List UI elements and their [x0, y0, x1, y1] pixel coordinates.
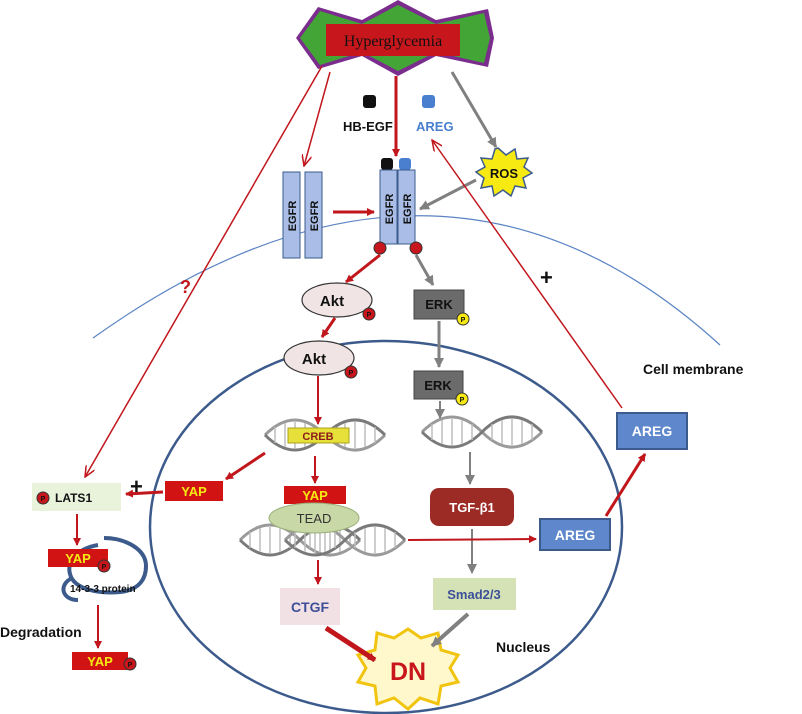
tead-label: TEAD	[297, 511, 332, 526]
ros-node: ROS	[474, 147, 534, 198]
egfr-active-dimer: EGFR EGFR	[373, 158, 423, 255]
egfr-label: EGFR	[309, 201, 321, 232]
nucleus-label: Nucleus	[496, 639, 551, 655]
yap-nucleus-box	[284, 486, 346, 504]
degradation-label: Degradation	[0, 624, 82, 640]
akt-label: Akt	[320, 293, 344, 310]
phospho-mark: P	[461, 317, 466, 324]
egfr-inactive: EGFR EGFR	[282, 171, 323, 259]
egfr-label: EGFR	[402, 194, 414, 225]
areg-nucleus-node	[539, 518, 611, 551]
arrow-akt-nucleus	[320, 317, 337, 338]
phospho-mark: P	[349, 370, 354, 377]
erk-label: ERK	[424, 378, 452, 393]
arrow-egfr-akt	[345, 253, 381, 284]
areg-nucleus-label: AREG	[555, 527, 596, 543]
arrow-areg-ligand	[432, 140, 623, 409]
ros-label: ROS	[490, 166, 519, 181]
yap-cytoplasm-box	[165, 481, 223, 501]
plus-sign-yap: +	[130, 474, 143, 499]
yap-bound-box	[48, 549, 108, 567]
cell-membrane-line	[92, 215, 721, 346]
phospho-mark: P	[367, 312, 372, 319]
arrow-tead-areg	[407, 535, 537, 544]
areg-label: AREG	[632, 423, 673, 439]
arrow-yap-lats1	[125, 489, 164, 498]
cell-membrane-label: Cell membrane	[643, 361, 744, 377]
hbegf-ligand-icon	[363, 95, 376, 108]
lats1-label: LATS1	[55, 491, 92, 505]
dn-node: DN	[355, 627, 461, 711]
egfr-label: EGFR	[384, 194, 396, 225]
arrow-ctgf-dn	[324, 625, 377, 663]
yap-label: YAP	[87, 654, 113, 669]
dna-erk-icon	[420, 415, 544, 449]
tgfb1-label: TGF-β1	[449, 500, 495, 515]
phospho-mark: P	[102, 564, 107, 571]
hyperglycemia-node: Hyperglycemia	[296, 0, 494, 76]
arrow-hyperglycemia-egfr-inactive	[304, 71, 331, 166]
akt-nucleus-node: Akt P	[283, 340, 358, 379]
phospho-mark: P	[460, 397, 465, 404]
phospho-mark: P	[128, 662, 133, 669]
nucleus-outline	[148, 339, 624, 714]
ctgf-label: CTGF	[291, 599, 330, 615]
phospho-mark: P	[41, 496, 46, 503]
tead-node	[268, 502, 360, 534]
yap-label: YAP	[181, 484, 207, 499]
smad-label: Smad2/3	[447, 587, 500, 602]
erk-cytoplasm-node: ERK P	[413, 289, 470, 326]
arrows	[73, 65, 647, 663]
erk-label: ERK	[425, 297, 453, 312]
protein-1433-label: 14-3-3 protein	[70, 584, 136, 595]
hyperglycemia-label: Hyperglycemia	[344, 33, 442, 50]
creb-box	[287, 427, 350, 444]
tgfb1-node	[430, 488, 514, 526]
egfr-label: EGFR	[287, 201, 299, 232]
unknown-mechanism-mark: ?	[180, 277, 191, 297]
plus-sign-areg: +	[540, 265, 553, 290]
yap-label: YAP	[302, 488, 328, 503]
arrow-hyperglycemia-lats1	[85, 65, 323, 477]
creb-label: CREB	[302, 431, 333, 443]
arrow-creb-yap-cytoplasm	[225, 451, 266, 481]
arrow-ros-egfr	[419, 178, 477, 211]
akt-label: Akt	[302, 351, 326, 368]
arrow-areg-secretion	[604, 453, 647, 517]
arrow-egfr-erk	[414, 254, 435, 286]
ctgf-node	[280, 588, 340, 625]
hbegf-label: HB-EGF	[343, 119, 393, 134]
areg-outside-node: AREG	[616, 412, 688, 450]
yap-degraded-box	[72, 652, 128, 670]
arrow-smad-dn	[430, 612, 470, 648]
smad-node	[433, 578, 516, 610]
yap-label: YAP	[65, 551, 91, 566]
arrow-hyperglycemia-ros	[450, 71, 498, 148]
akt-cytoplasm-node: Akt P	[301, 282, 376, 321]
protein-1433-tail	[61, 576, 79, 602]
erk-nucleus-node: ERK P	[413, 370, 469, 406]
areg-ligand-icon	[422, 95, 435, 108]
areg-top-label: AREG	[416, 119, 454, 134]
dn-label: DN	[390, 658, 426, 686]
